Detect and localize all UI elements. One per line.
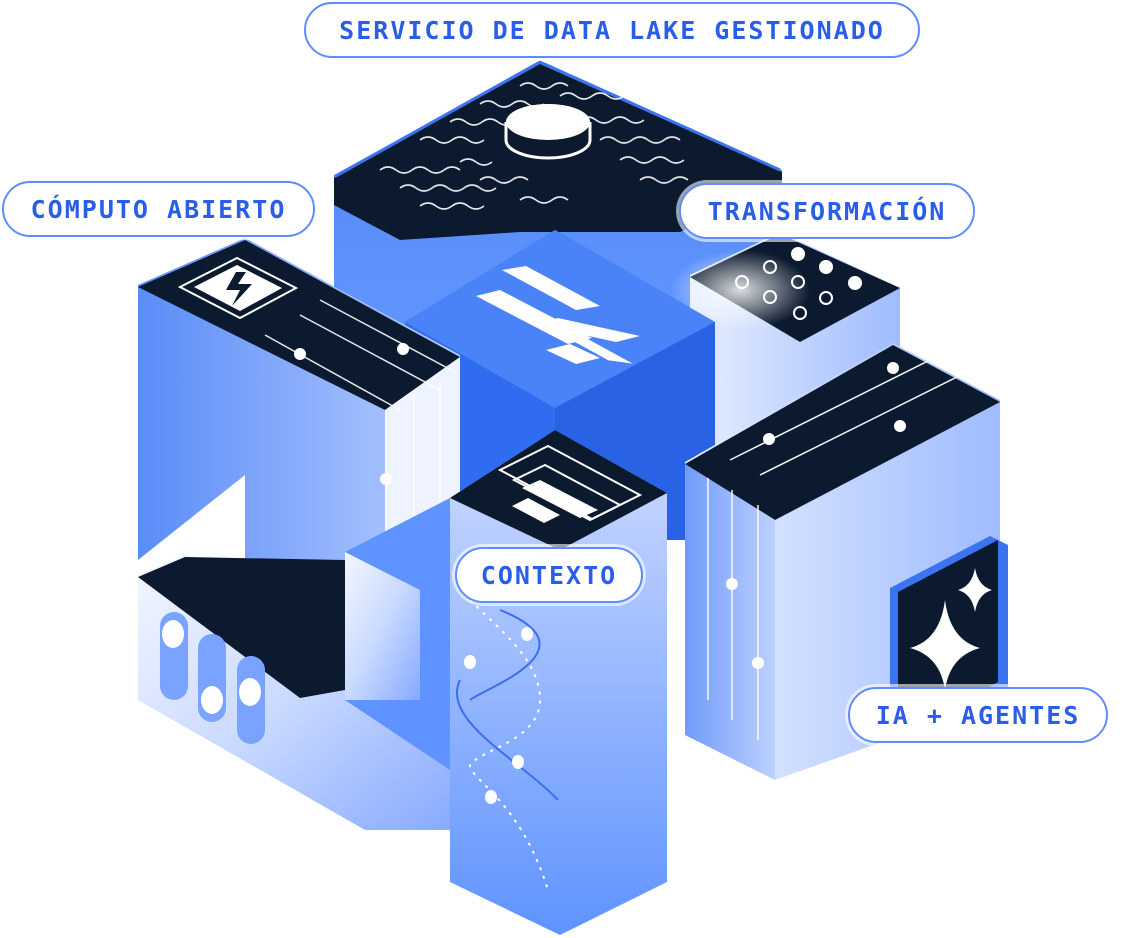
toggle-switch-icon [160, 612, 265, 744]
chip-lightning-icon [177, 256, 299, 320]
lake-waves-icon [379, 82, 689, 210]
context-path-line [456, 599, 559, 891]
ai-agents-block [685, 343, 1008, 780]
label-data-lake: SERVICIO DE DATA LAKE GESTIONADO [304, 2, 920, 58]
label-ai-agents: IA + AGENTES [848, 687, 1108, 743]
sparkle-icon [910, 568, 992, 690]
toggle-block [138, 555, 460, 830]
label-open-compute: CÓMPUTO ABIERTO [2, 181, 315, 237]
label-transformation: TRANSFORMACIÓN [679, 183, 975, 239]
label-context: CONTEXTO [455, 547, 643, 603]
bar-chart-icon [497, 444, 643, 523]
database-icon [504, 104, 592, 160]
dot-grid-icon [735, 247, 862, 320]
logo-stripes-icon [476, 266, 640, 364]
